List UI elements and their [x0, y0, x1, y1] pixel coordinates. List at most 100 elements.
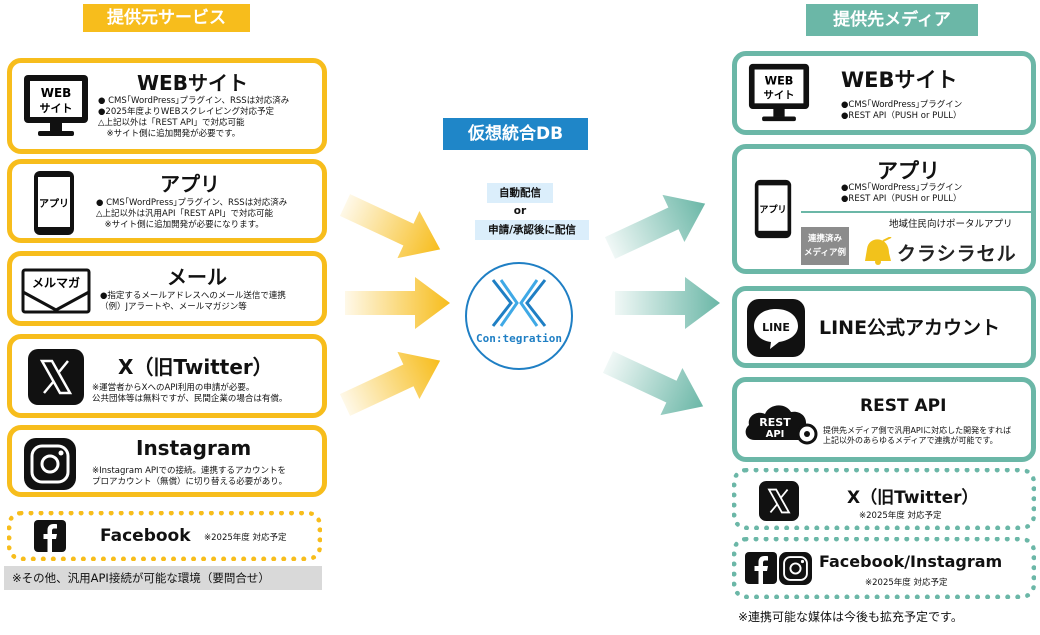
arrow-left-upper: [339, 194, 441, 259]
dest-rest-api-desc: 提供先メディア側で汎用APIに対応した開発をすれば 上記以外のあらゆるメディアで…: [823, 426, 1011, 446]
line-logo-icon: LINE: [747, 299, 805, 357]
monitor-label-2: サイト: [40, 102, 73, 115]
kurashirase-logo-text: クラシラセル: [897, 243, 1017, 265]
smartphone-icon: アプリ: [754, 179, 792, 239]
dest-website-desc: ●CMS｢WordPress｣プラグイン ●REST API（PUSH or P…: [841, 100, 962, 122]
source-x-card: X（旧Twitter） ※運営者からXへのAPI利用の申請が必要。 公共団体等は…: [7, 334, 327, 418]
source-website-desc: ● CMS｢WordPress｣プラグイン、RSSは対応済み ●2025年度より…: [98, 96, 289, 140]
dest-website-title: WEBサイト: [841, 68, 958, 92]
desc-line: ●REST API（PUSH or PULL）: [841, 194, 962, 204]
desc-line: ● CMS｢WordPress｣プラグイン、RSSは対応済み: [96, 198, 288, 208]
linked-media-badge: 連携済み メディア例: [801, 227, 849, 265]
desc-line: ●指定するメールアドレスへのメール送信で連携: [100, 291, 286, 301]
dest-app-title: アプリ: [877, 159, 940, 183]
svg-text:アプリ: アプリ: [759, 204, 786, 216]
source-footer-note: ※その他、汎用API接続が可能な環境（要問合せ）: [4, 566, 322, 590]
source-facebook-note: ※2025年度 対応予定: [204, 533, 287, 543]
dest-rest-api-title: REST API: [860, 396, 947, 416]
source-mail-card: メルマガ メール ●指定するメールアドレスへのメール送信で連携 （例）Jアラート…: [7, 251, 327, 326]
approval-delivery-label: 申請/承認後に配信: [475, 220, 589, 240]
dest-x-title: X（旧Twitter）: [847, 488, 979, 508]
source-services-header: 提供元サービス: [83, 4, 250, 32]
app-divider: [801, 211, 1031, 213]
desc-line: ●2025年度よりWEBスクレイピング対応予定: [98, 107, 274, 117]
auto-delivery-label: 自動配信: [487, 183, 553, 203]
dest-footer-note: ※連携可能な媒体は今後も拡充予定です。: [738, 610, 963, 624]
portal-app-caption: 地域住民向けポータルアプリ: [889, 219, 1013, 230]
contegration-logo: Con:tegration: [465, 262, 573, 370]
monitor-icon: WEB サイト: [748, 63, 810, 122]
desc-line: （例）Jアラートや、メールマガジン等: [100, 302, 247, 312]
desc-line: △上記以外は汎用API「REST API」で対応可能: [96, 209, 273, 219]
arrow-left-middle: [345, 277, 450, 329]
x-logo-icon: [28, 349, 84, 405]
arrow-right-middle: [615, 277, 720, 329]
source-mail-desc: ●指定するメールアドレスへのメール送信で連携 （例）Jアラートや、メールマガジン…: [100, 291, 286, 313]
x-logo-icon: [759, 481, 799, 521]
source-website-title: WEBサイト: [137, 71, 248, 95]
svg-text:メルマガ: メルマガ: [32, 275, 80, 290]
dest-x-note: ※2025年度 対応予定: [859, 511, 942, 521]
svg-text:アプリ: アプリ: [39, 197, 69, 210]
rest-api-cloud-icon: REST API: [745, 405, 818, 445]
source-x-desc: ※運営者からXへのAPI利用の申請が必要。 公共団体等は無料ですが、民間企業の場…: [92, 383, 287, 405]
source-facebook-card: Facebook ※2025年度 対応予定: [7, 511, 322, 561]
desc-line: 提供先メディア側で汎用APIに対応した開発をすれば: [823, 426, 1012, 435]
desc-line: ※Instagram APIでの接続。連携するアカウントを: [92, 466, 287, 476]
source-instagram-title: Instagram: [136, 436, 252, 460]
dest-website-card: WEB サイト WEBサイト ●CMS｢WordPress｣プラグイン ●RES…: [732, 51, 1036, 135]
arrow-right-lower: [602, 351, 704, 416]
dest-app-card: アプリ アプリ ●CMS｢WordPress｣プラグイン ●REST API（P…: [732, 144, 1036, 274]
source-app-title: アプリ: [160, 172, 220, 196]
dest-app-desc: ●CMS｢WordPress｣プラグイン ●REST API（PUSH or P…: [841, 183, 962, 205]
desc-line: 公共団体等は無料ですが、民間企業の場合は有償。: [92, 394, 288, 404]
dest-line-card: LINE LINE公式アカウント: [732, 286, 1036, 368]
svg-text:WEB: WEB: [765, 75, 794, 88]
desc-line: ※運営者からXへのAPI利用の申請が必要。: [92, 383, 255, 393]
dest-x-card: X（旧Twitter） ※2025年度 対応予定: [732, 468, 1036, 530]
desc-line: ●CMS｢WordPress｣プラグイン: [841, 183, 963, 193]
instagram-icon: [24, 438, 76, 490]
source-app-desc: ● CMS｢WordPress｣プラグイン、RSSは対応済み △上記以外は汎用A…: [96, 198, 287, 231]
mail-icon: メルマガ: [21, 268, 91, 314]
facebook-icon: [34, 520, 66, 552]
virtual-db-header: 仮想統合DB: [443, 118, 588, 150]
desc-line: ●CMS｢WordPress｣プラグイン: [841, 100, 963, 110]
contegration-mark-icon: [491, 279, 547, 327]
source-website-card: WEB サイト WEBサイト ● CMS｢WordPress｣プラグイン、RSS…: [7, 58, 327, 154]
dest-facebook-instagram-card: Facebook/Instagram ※2025年度 対応予定: [732, 537, 1036, 599]
dest-rest-api-card: REST API REST API 提供先メディア側で汎用APIに対応した開発を…: [732, 377, 1036, 462]
instagram-icon: [779, 552, 812, 585]
contegration-text: Con:tegration: [475, 332, 563, 345]
desc-line: ● CMS｢WordPress｣プラグイン、RSSは対応済み: [98, 96, 290, 106]
source-instagram-desc: ※Instagram APIでの接続。連携するアカウントを プロアカウント（無償…: [92, 466, 287, 488]
destination-media-header: 提供先メディア: [806, 4, 978, 36]
desc-line: ※サイト側に追加開発が必要です。: [98, 129, 241, 139]
desc-line: △上記以外は「REST API」で対応可能: [98, 118, 245, 128]
source-x-title: X（旧Twitter）: [118, 355, 273, 379]
source-facebook-title: Facebook: [100, 526, 191, 546]
desc-line: 上記以外のあらゆるメディアで連携が可能です。: [823, 436, 998, 445]
svg-text:REST: REST: [759, 416, 791, 429]
dest-facebook-instagram-title: Facebook/Instagram: [819, 552, 1003, 571]
arrow-right-upper: [604, 194, 706, 259]
source-instagram-card: Instagram ※Instagram APIでの接続。連携するアカウントを …: [7, 425, 327, 497]
facebook-icon: [745, 552, 777, 584]
svg-text:API: API: [766, 429, 785, 440]
svg-text:LINE: LINE: [762, 321, 790, 334]
desc-line: ※サイト側に追加開発が必要になります。: [96, 220, 264, 230]
dest-line-title: LINE公式アカウント: [819, 317, 1001, 339]
monitor-label-1: WEB: [41, 86, 72, 100]
smartphone-icon: アプリ: [34, 171, 74, 235]
source-mail-title: メール: [167, 265, 227, 289]
or-label: or: [513, 205, 527, 217]
desc-line: プロアカウント（無償）に切り替える必要があり。: [92, 477, 288, 487]
kurashirase-bell-icon: [865, 237, 892, 265]
desc-line: ●REST API（PUSH or PULL）: [841, 111, 962, 121]
svg-text:サイト: サイト: [764, 90, 795, 102]
monitor-icon: WEB サイト: [24, 75, 88, 136]
arrow-left-lower: [339, 351, 441, 416]
source-app-card: アプリ アプリ ● CMS｢WordPress｣プラグイン、RSSは対応済み △…: [7, 159, 327, 243]
dest-facebook-instagram-note: ※2025年度 対応予定: [865, 578, 948, 588]
